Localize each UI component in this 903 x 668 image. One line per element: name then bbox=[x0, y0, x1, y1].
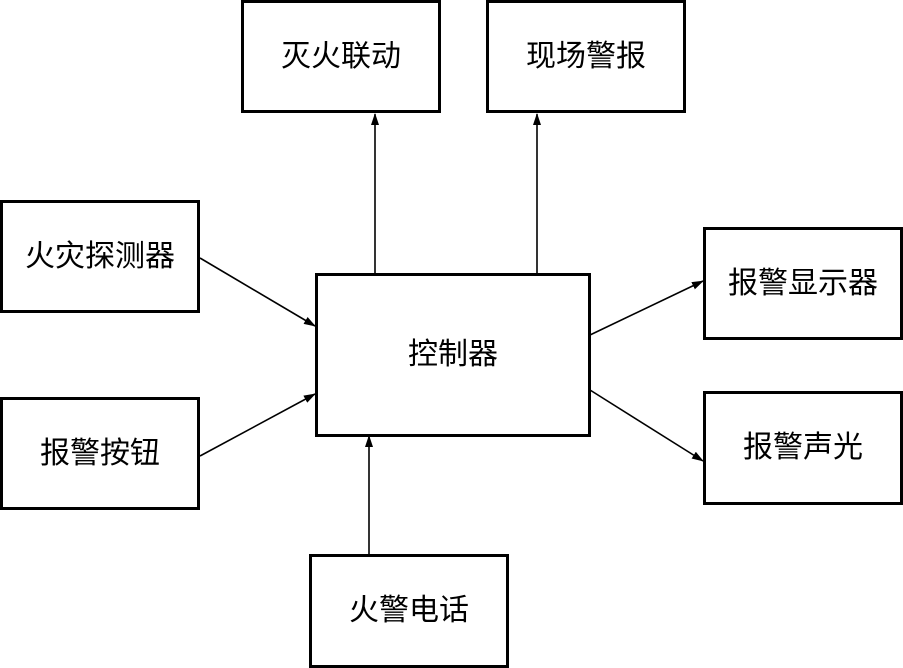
arrow-alarm-button-to-controller bbox=[199, 393, 316, 457]
controller-box: 控制器 bbox=[315, 273, 591, 437]
fire-phone-label: 火警电话 bbox=[349, 593, 469, 628]
controller-label: 控制器 bbox=[408, 337, 498, 372]
alarm-button-label: 报警按钮 bbox=[40, 435, 160, 471]
alarm-display-box: 报警显示器 bbox=[703, 227, 903, 340]
arrow-controller-to-alarm-sound-light bbox=[589, 389, 704, 462]
fire-linkage-label: 灭火联动 bbox=[281, 38, 401, 74]
fire-detector-box: 火灾探测器 bbox=[0, 200, 200, 313]
fire-linkage-box: 灭火联动 bbox=[241, 0, 441, 113]
alarm-sound-light-box: 报警声光 bbox=[703, 391, 903, 505]
arrow-fire-detector-to-controller bbox=[199, 257, 316, 327]
onsite-alarm-box: 现场警报 bbox=[486, 0, 686, 113]
alarm-display-label: 报警显示器 bbox=[728, 265, 878, 301]
fire-detector-label: 火灾探测器 bbox=[25, 238, 175, 274]
onsite-alarm-label: 现场警报 bbox=[526, 38, 646, 74]
alarm-button-box: 报警按钮 bbox=[0, 397, 200, 510]
arrow-controller-to-alarm-display bbox=[589, 280, 704, 336]
fire-phone-box: 火警电话 bbox=[309, 554, 509, 668]
alarm-sound-light-label: 报警声光 bbox=[743, 430, 863, 465]
